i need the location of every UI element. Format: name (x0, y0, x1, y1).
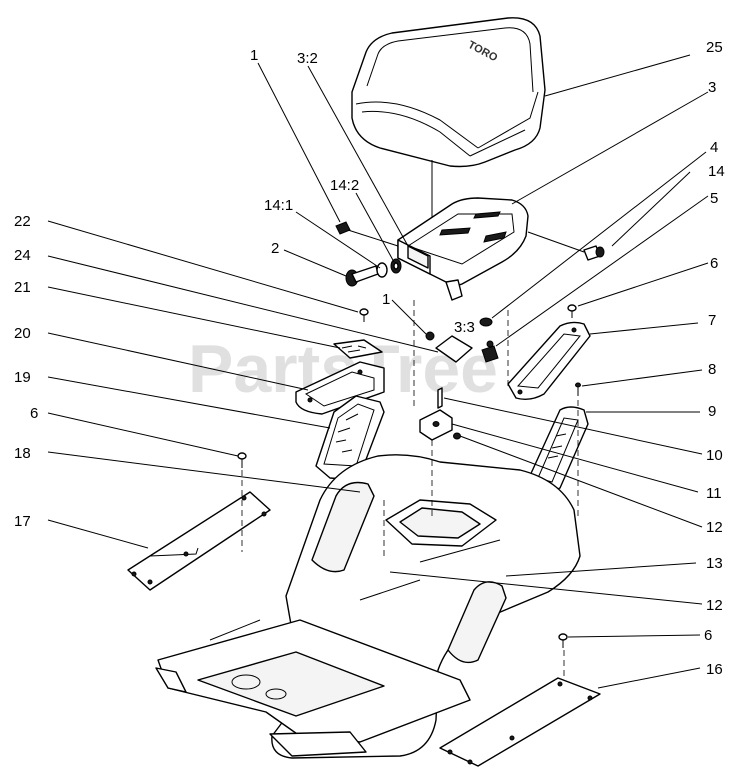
callout-17: 17 (14, 513, 31, 530)
leader-lines (47, 54, 709, 689)
callout-6-right: 6 (710, 255, 718, 272)
callout-19: 19 (14, 369, 31, 386)
nut-5[interactable] (481, 340, 499, 363)
washer-4[interactable] (479, 317, 493, 327)
callout-10: 10 (706, 447, 723, 464)
callout-6-bottom: 6 (704, 627, 712, 644)
callout-3: 3 (708, 79, 716, 96)
fastener-6-d[interactable] (558, 633, 568, 648)
bolt-1-upper[interactable] (335, 221, 351, 235)
knob-14[interactable] (583, 245, 605, 261)
callout-1-upper: 1 (250, 47, 258, 64)
knob-2[interactable] (345, 265, 379, 287)
callout-14: 14 (708, 163, 725, 180)
callout-1-lower: 1 (382, 291, 390, 308)
callout-21: 21 (14, 279, 31, 296)
callout-12-upper: 12 (706, 519, 723, 536)
nut-12-upper[interactable] (453, 432, 461, 440)
callouts: 1 3:2 25 3 14:2 4 14 14:1 5 22 2 6 24 1 … (14, 39, 725, 678)
callout-5: 5 (710, 190, 718, 207)
callout-14-1: 14:1 (264, 197, 293, 214)
callout-3-3: 3:3 (454, 319, 475, 336)
callout-14-2: 14:2 (330, 177, 359, 194)
plate-16[interactable] (439, 677, 601, 767)
callout-2: 2 (271, 240, 279, 257)
callout-6-left: 6 (30, 405, 38, 422)
fender-body[interactable] (155, 454, 581, 759)
fastener-6-c[interactable] (237, 452, 247, 468)
bumper-24[interactable] (435, 335, 473, 363)
bracket-21[interactable] (333, 339, 383, 359)
callout-9: 9 (708, 403, 716, 420)
callout-18: 18 (14, 445, 31, 462)
callout-13: 13 (706, 555, 723, 572)
assembly-lines (241, 300, 579, 676)
callout-12-lower: 12 (706, 597, 723, 614)
callout-16: 16 (706, 661, 723, 678)
seat-pan-3[interactable] (397, 197, 529, 301)
nut-1-lower[interactable] (425, 331, 435, 341)
callout-24: 24 (14, 247, 31, 264)
callout-25: 25 (706, 39, 723, 56)
bolt-10[interactable] (437, 387, 443, 409)
callout-7: 7 (708, 312, 716, 329)
fastener-6-b[interactable] (567, 304, 577, 318)
callout-11: 11 (706, 485, 722, 502)
plate-20[interactable] (295, 361, 385, 415)
knob-14-path (527, 231, 585, 253)
callout-8: 8 (708, 361, 716, 378)
plate-7[interactable] (507, 321, 591, 401)
callout-4: 4 (710, 139, 718, 156)
plate-17[interactable] (127, 491, 271, 591)
fastener-6-a[interactable] (359, 308, 369, 322)
screw-8[interactable] (575, 382, 581, 396)
callout-3-2: 3:2 (297, 50, 318, 67)
bolt-1-path (347, 229, 399, 247)
seat-25[interactable]: TORO (351, 17, 546, 168)
callout-20: 20 (14, 325, 31, 342)
washer-14-1[interactable] (376, 262, 388, 278)
bracket-11[interactable] (419, 409, 453, 441)
callout-22: 22 (14, 213, 31, 230)
washer-14-2[interactable] (390, 258, 402, 274)
